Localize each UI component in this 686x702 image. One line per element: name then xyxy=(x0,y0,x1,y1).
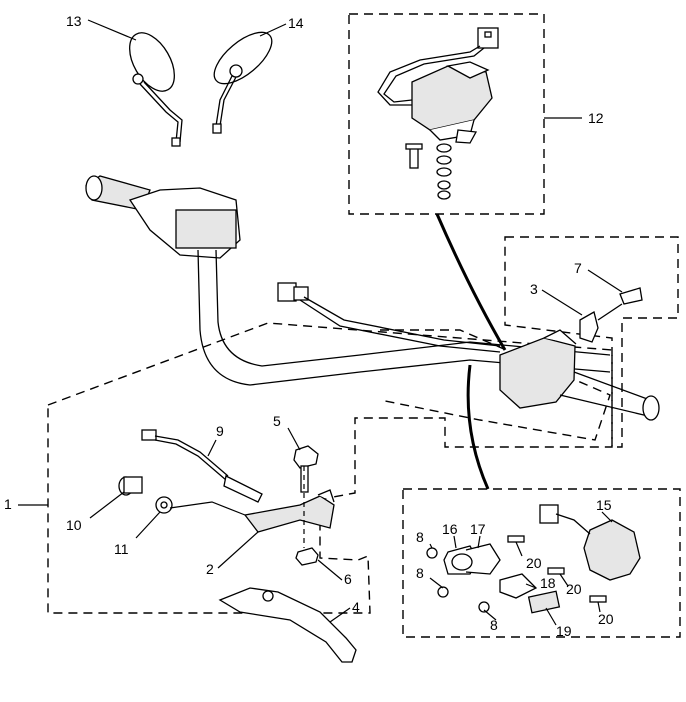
axis-line-cable xyxy=(169,501,246,516)
boundary-item-3-7 xyxy=(504,236,679,448)
callout-3: 3 xyxy=(530,281,538,297)
clutch-cable-part-9 xyxy=(141,429,263,503)
callout-4: 4 xyxy=(352,599,360,615)
bracket-part-3-screw-part-7 xyxy=(579,287,643,343)
right-switch-assembly-part-12 xyxy=(377,27,499,200)
leader-lines xyxy=(18,19,623,626)
callout-9: 9 xyxy=(216,423,224,439)
pivot-bolt-part-5 xyxy=(293,445,319,493)
callout-20-mid: 20 xyxy=(566,581,582,597)
callout-10: 10 xyxy=(66,517,82,533)
lever-part-4 xyxy=(218,587,357,663)
callout-2: 2 xyxy=(206,561,214,577)
lever-bracket-part-2 xyxy=(243,489,335,533)
callout-5: 5 xyxy=(273,413,281,429)
right-switch-housing xyxy=(499,329,660,421)
callout-1: 1 xyxy=(4,496,12,512)
mirror-left-part-13 xyxy=(129,32,183,147)
switch-part-19 xyxy=(527,590,561,614)
callout-16: 16 xyxy=(442,521,458,537)
nut-part-6 xyxy=(295,547,319,566)
callout-18: 18 xyxy=(540,575,556,591)
mirror-right-part-14 xyxy=(212,31,273,134)
assembly-boundary-item-1 xyxy=(47,322,613,614)
callout-20-bottom: 20 xyxy=(598,611,614,627)
callout-14: 14 xyxy=(288,15,304,31)
handlebar-bar xyxy=(197,249,611,386)
callout-11: 11 xyxy=(114,541,129,557)
locknut-part-11 xyxy=(155,496,173,514)
inset-box-item-12 xyxy=(348,13,545,215)
boundary-grip-outline xyxy=(379,329,611,441)
wiring-harness xyxy=(277,282,501,353)
callout-17: 17 xyxy=(470,521,486,537)
callout-8-top: 8 xyxy=(416,529,424,545)
callout-12: 12 xyxy=(588,110,604,126)
callout-20-top: 20 xyxy=(526,555,542,571)
inset-box-items-15-20 xyxy=(402,488,681,638)
callout-8-bottom: 8 xyxy=(490,617,498,633)
callout-7: 7 xyxy=(574,260,582,276)
leader-inset-15-20 xyxy=(466,364,490,490)
handlebar-left-grip xyxy=(85,175,241,259)
callout-8-mid: 8 xyxy=(416,565,424,581)
leader-inset-12 xyxy=(435,213,507,351)
callout-13: 13 xyxy=(66,13,82,29)
callout-15: 15 xyxy=(596,497,612,513)
callout-6: 6 xyxy=(344,571,352,587)
clamp-parts-16-17 xyxy=(443,543,501,575)
housing-part-15 xyxy=(539,504,641,581)
callout-19: 19 xyxy=(556,623,572,639)
bracket-part-18 xyxy=(499,573,538,599)
adjuster-part-10 xyxy=(118,476,143,496)
